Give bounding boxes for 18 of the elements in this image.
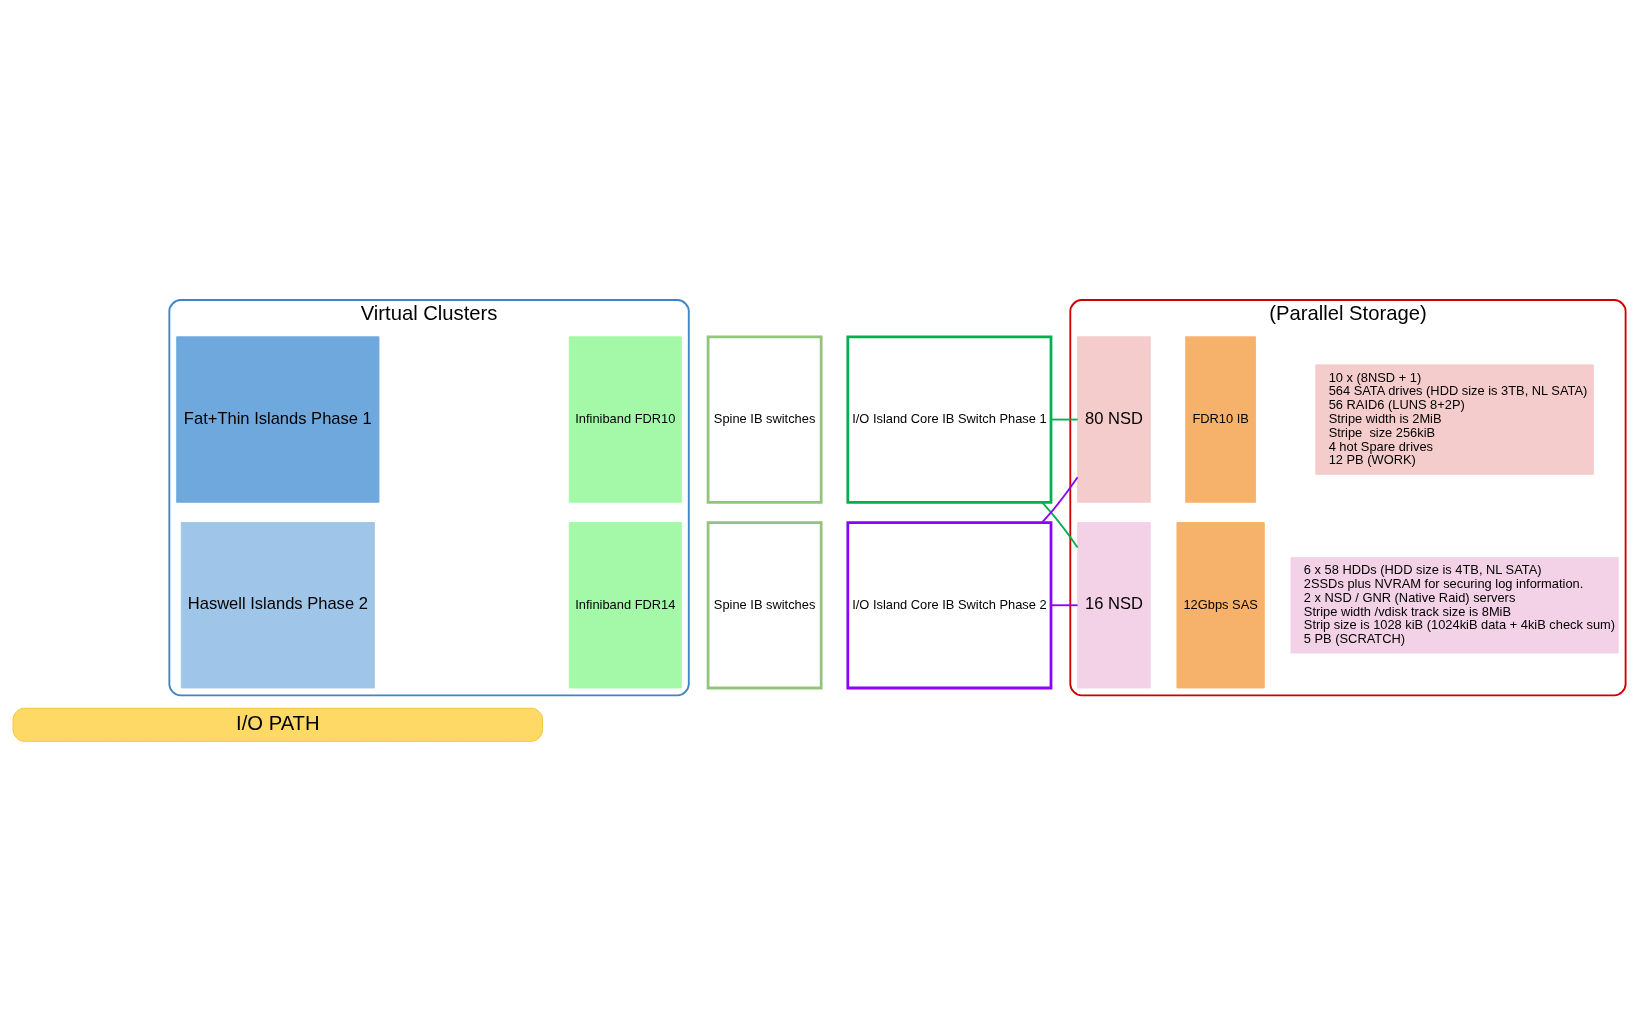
node-box: Infiniband FDR10 (568, 336, 682, 503)
node-box: Spine IB switches (706, 335, 823, 504)
node-box: I/O PATH (12, 707, 544, 742)
node-box: Infiniband FDR14 (568, 522, 682, 689)
node-box: 80 NSD (1077, 336, 1151, 503)
node-box: 12Gbps SAS (1176, 522, 1265, 689)
connector (1050, 418, 1079, 421)
node-box: I/O Island Core IB Switch Phase 2 (846, 521, 1053, 690)
connector (1050, 604, 1079, 607)
node-box: I/O Island Core IB Switch Phase 1 (846, 335, 1053, 504)
node-box: Haswell Islands Phase 2 (180, 522, 375, 689)
node-box: 6 x 58 HDDs (HDD size is 4TB, NL SATA) 2SSDs plus NVRAM for securing log information. 2 x NSD / GNR (Native Raid) servers Stripe width /vdisk track size is 8MiB Strip size is 1028 kiB (1024kiB data + 4kiB check sum) 5 PB (SCRATCH) (1290, 557, 1619, 654)
connector (1041, 476, 1079, 524)
node-box: Spine IB switches (706, 521, 823, 690)
node-box: 16 NSD (1077, 522, 1151, 689)
node-box: Fat+Thin Islands Phase 1 (176, 336, 380, 503)
node-box: 10 x (8NSD + 1) 564 SATA drives (HDD size is 3TB, NL SATA) 56 RAID6 (LUNS 8+2P) Stripe width is 2MiB Stripe size 256kiB 4 hot Spare drives 12 PB (WORK) (1315, 364, 1594, 475)
node-box: FDR10 IB (1185, 336, 1256, 503)
